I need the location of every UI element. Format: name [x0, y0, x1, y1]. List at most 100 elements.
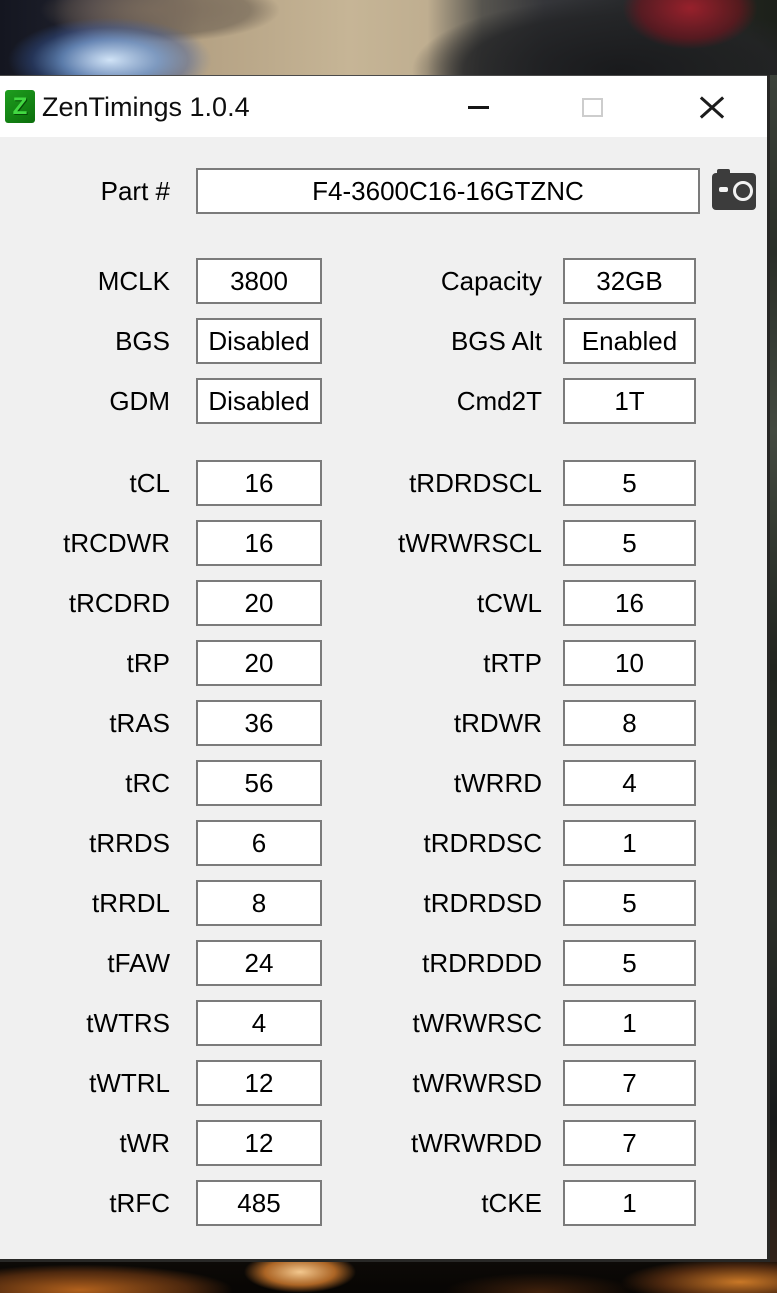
memory-info-group: MCLK 3800 Capacity 32GB BGS Disabled BGS… — [0, 251, 767, 431]
part-number-label: Part # — [100, 175, 170, 206]
timing-value-box[interactable]: 5 — [563, 520, 696, 566]
timing-value-box[interactable]: 16 — [563, 580, 696, 626]
timing-label: tCKE — [481, 1187, 542, 1218]
info-row: BGS Disabled BGS Alt Enabled — [0, 311, 767, 371]
timing-row: tWR 12 tWRWRDD 7 — [0, 1113, 767, 1173]
info-value-box[interactable]: Disabled — [196, 378, 322, 424]
client-area: Part # F4-3600C16-16GTZNC MCLK 3800 Capa… — [0, 137, 767, 1233]
timing-value-box[interactable]: 1 — [563, 1000, 696, 1046]
info-value-box[interactable]: Disabled — [196, 318, 322, 364]
timing-value-box[interactable]: 16 — [196, 460, 322, 506]
camera-icon — [717, 168, 730, 175]
timing-value-box[interactable]: 8 — [563, 700, 696, 746]
maximize-button — [559, 76, 625, 138]
timing-label: tWRWRSC — [412, 1007, 542, 1038]
info-label: BGS — [115, 325, 170, 356]
info-value-box[interactable]: Enabled — [563, 318, 696, 364]
timing-value-box[interactable]: 24 — [196, 940, 322, 986]
info-row: MCLK 3800 Capacity 32GB — [0, 251, 767, 311]
info-value-box[interactable]: 1T — [563, 378, 696, 424]
timing-value-box[interactable]: 56 — [196, 760, 322, 806]
minimize-icon — [467, 105, 489, 109]
timings-group: tCL 16 tRDRDSCL 5 tRCDWR 16 tWRWRSCL 5 t… — [0, 453, 767, 1233]
desktop-wallpaper-top — [0, 0, 777, 75]
timing-label: tWRWRSCL — [398, 527, 542, 558]
timing-label: tFAW — [107, 947, 170, 978]
close-button[interactable] — [677, 76, 747, 138]
timing-label: tRDRDSCL — [409, 467, 542, 498]
timing-value-box[interactable]: 12 — [196, 1120, 322, 1166]
timing-label: tWTRL — [89, 1067, 170, 1098]
desktop-wallpaper-right — [770, 75, 777, 1262]
timing-label: tRAS — [109, 707, 170, 738]
zentimings-window: Z ZenTimings 1.0.4 Part # F4-3600C16-16G… — [0, 75, 770, 1262]
timing-label: tWRWRSD — [412, 1067, 542, 1098]
timing-value-box[interactable]: 1 — [563, 820, 696, 866]
timing-row: tCL 16 tRDRDSCL 5 — [0, 453, 767, 513]
timing-value-box[interactable]: 7 — [563, 1060, 696, 1106]
timing-row: tRRDS 6 tRDRDSC 1 — [0, 813, 767, 873]
timing-label: tRRDS — [89, 827, 170, 858]
info-label: GDM — [109, 385, 170, 416]
timing-label: tRTP — [483, 647, 542, 678]
timing-row: tRC 56 tWRRD 4 — [0, 753, 767, 813]
timing-label: tRRDL — [91, 887, 170, 918]
timing-value-box[interactable]: 4 — [196, 1000, 322, 1046]
timing-value-box[interactable]: 8 — [196, 880, 322, 926]
window-title: ZenTimings 1.0.4 — [42, 91, 250, 122]
timing-value-box[interactable]: 36 — [196, 700, 322, 746]
timing-label: tRFC — [109, 1187, 170, 1218]
timing-value-box[interactable]: 12 — [196, 1060, 322, 1106]
timing-row: tWTRL 12 tWRWRSD 7 — [0, 1053, 767, 1113]
timing-label: tWRWRDD — [411, 1127, 542, 1158]
minimize-button[interactable] — [445, 76, 511, 138]
info-row: GDM Disabled Cmd2T 1T — [0, 371, 767, 431]
timing-label: tRCDWR — [63, 527, 170, 558]
timing-label: tRDRDSC — [423, 827, 542, 858]
timing-label: tRP — [126, 647, 170, 678]
timing-label: tRDRDSD — [423, 887, 542, 918]
timing-value-box[interactable]: 6 — [196, 820, 322, 866]
timing-label: tRDRDDD — [422, 947, 542, 978]
timing-label: tWR — [119, 1127, 170, 1158]
timing-value-box[interactable]: 4 — [563, 760, 696, 806]
info-label: Capacity — [440, 265, 542, 296]
timing-label: tRC — [125, 767, 170, 798]
timing-value-box[interactable]: 5 — [563, 460, 696, 506]
timing-value-box[interactable]: 16 — [196, 520, 322, 566]
info-label: Cmd2T — [456, 385, 542, 416]
close-icon — [699, 95, 725, 119]
timing-row: tRCDWR 16 tWRWRSCL 5 — [0, 513, 767, 573]
timing-label: tWTRS — [86, 1007, 170, 1038]
timing-value-box[interactable]: 7 — [563, 1120, 696, 1166]
info-label: BGS Alt — [450, 325, 542, 356]
maximize-icon — [581, 97, 603, 117]
timing-label: tCWL — [477, 587, 542, 618]
timing-value-box[interactable]: 1 — [563, 1180, 696, 1226]
desktop-wallpaper-bottom — [0, 1262, 777, 1293]
timing-label: tWRRD — [453, 767, 542, 798]
part-number-field[interactable]: F4-3600C16-16GTZNC — [196, 168, 700, 214]
timing-value-box[interactable]: 5 — [563, 940, 696, 986]
app-logo-icon: Z — [5, 90, 35, 123]
timing-value-box[interactable]: 20 — [196, 580, 322, 626]
timing-label: tRDWR — [453, 707, 542, 738]
screenshot-button[interactable] — [712, 168, 756, 210]
timing-row: tRP 20 tRTP 10 — [0, 633, 767, 693]
timing-label: tRCDRD — [68, 587, 170, 618]
part-number-row: Part # F4-3600C16-16GTZNC — [0, 168, 767, 214]
timing-value-box[interactable]: 10 — [563, 640, 696, 686]
timing-row: tWTRS 4 tWRWRSC 1 — [0, 993, 767, 1053]
timing-value-box[interactable]: 5 — [563, 880, 696, 926]
info-value-box[interactable]: 32GB — [563, 258, 696, 304]
title-bar: Z ZenTimings 1.0.4 — [0, 75, 767, 137]
timing-row: tFAW 24 tRDRDDD 5 — [0, 933, 767, 993]
info-value-box[interactable]: 3800 — [196, 258, 322, 304]
timing-row: tRAS 36 tRDWR 8 — [0, 693, 767, 753]
timing-row: tRCDRD 20 tCWL 16 — [0, 573, 767, 633]
timing-row: tRRDL 8 tRDRDSD 5 — [0, 873, 767, 933]
timing-row: tRFC 485 tCKE 1 — [0, 1173, 767, 1233]
timing-value-box[interactable]: 485 — [196, 1180, 322, 1226]
info-label: MCLK — [97, 265, 170, 296]
timing-value-box[interactable]: 20 — [196, 640, 322, 686]
